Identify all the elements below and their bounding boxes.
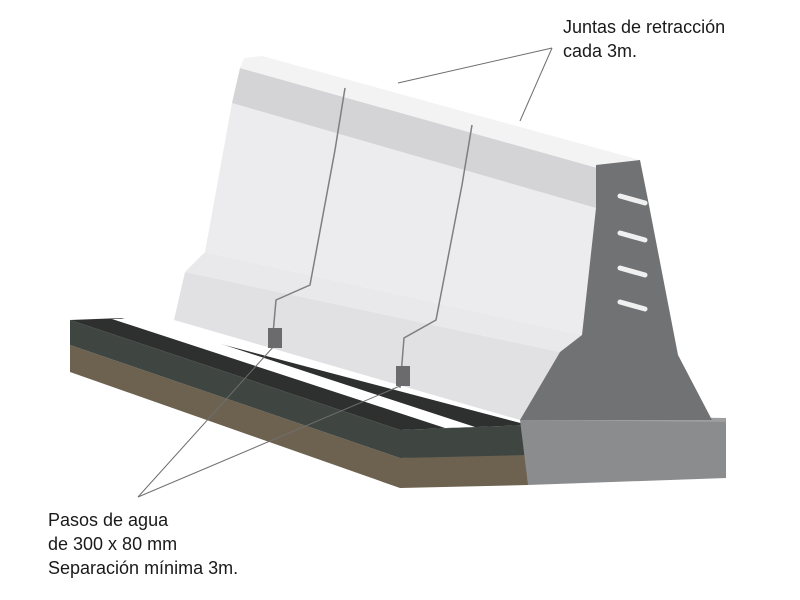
drains-annotation: Pasos de agua de 300 x 80 mm Separación … [48, 508, 238, 580]
dowel-hole-1 [617, 193, 648, 206]
dowel-hole-3 [617, 265, 648, 278]
shrinkage-joint-1 [271, 87, 346, 346]
barrier-lower-lip [185, 252, 582, 352]
barrier-top-cap [240, 56, 640, 172]
drains-annotation-line-1: Pasos de agua [48, 510, 169, 530]
drains-annotation-line-3: Separación mínima 3m. [48, 558, 239, 578]
base-layer-side [70, 345, 528, 488]
asphalt-layer-side [70, 320, 528, 458]
joints-annotation-line-2: cada 3m. [563, 41, 638, 61]
drains-annotation-line-2: de 300 x 80 mm [48, 534, 178, 554]
joints-annotation: Juntas de retracción cada 3m. [563, 15, 725, 63]
dowel-hole-2 [617, 230, 648, 243]
joints-annotation-line-1: Juntas de retracción [563, 17, 726, 37]
barrier-upper-band [232, 68, 612, 208]
road-stripe [112, 318, 475, 428]
joints-leader-lines [397, 47, 553, 122]
dowel-hole-4 [617, 299, 648, 312]
barrier-end-profile [520, 160, 712, 420]
dowel-holes [617, 193, 648, 312]
drain-opening-2 [396, 366, 410, 386]
shrinkage-joint-2 [399, 124, 473, 389]
barrier-main-face [205, 103, 596, 335]
barrier-lower-face [174, 272, 560, 420]
drains-leader-lines [137, 344, 401, 498]
footing-side [520, 418, 726, 485]
drain-opening-1 [268, 328, 282, 348]
